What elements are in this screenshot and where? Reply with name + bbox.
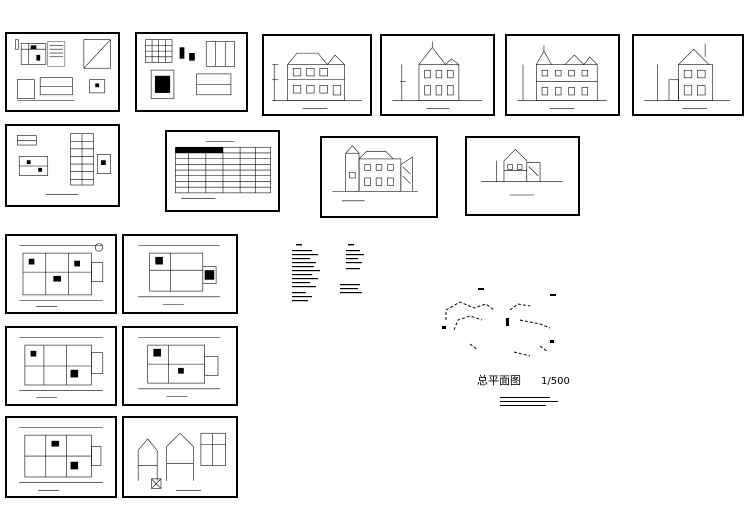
- site-plan-scale: 1/500: [541, 376, 570, 387]
- elevation-drawing: [644, 43, 730, 109]
- schedule-table: [175, 141, 271, 199]
- sheet-floor-plan-5[interactable]: [5, 416, 117, 498]
- sheet-floor-plan-4[interactable]: [122, 326, 238, 406]
- site-plan-title: 总平面图 1/500: [477, 372, 570, 388]
- floor-plan-drawing: [19, 427, 103, 491]
- sheet-perspective-elevation[interactable]: [320, 136, 438, 218]
- sheet-section-2[interactable]: [122, 416, 238, 498]
- site-plan-notes: [500, 397, 558, 406]
- section-drawing: [137, 432, 226, 491]
- site-plan-label: 总平面图: [477, 374, 521, 387]
- sheet-elevation-3[interactable]: [505, 34, 620, 116]
- floor-plan-drawing: [19, 337, 104, 398]
- elevation-drawing: [272, 52, 362, 109]
- sheet-door-window-schedule[interactable]: [165, 130, 280, 212]
- sheet-elevation-2[interactable]: [380, 34, 495, 116]
- sheet-floor-plan-1[interactable]: [5, 234, 117, 314]
- elevation-drawing: [332, 145, 418, 202]
- sheet-elevation-4[interactable]: [632, 34, 744, 116]
- sheet-floor-plan-2[interactable]: [122, 234, 238, 314]
- detail-drawing: [145, 39, 236, 99]
- sheet-section-1[interactable]: [465, 136, 580, 216]
- elevation-drawing: [517, 45, 607, 109]
- floor-plan-drawing: [19, 243, 104, 307]
- floor-plan-drawing: [138, 245, 220, 305]
- sheet-detail-plan-3[interactable]: [5, 124, 120, 207]
- detail-drawing: [17, 133, 111, 195]
- elevation-drawing: [392, 41, 482, 109]
- detail-drawing: [15, 39, 111, 101]
- sheet-detail-plan-1[interactable]: [5, 32, 120, 112]
- sheet-floor-plan-3[interactable]: [5, 326, 117, 406]
- section-drawing: [481, 148, 563, 196]
- floor-plan-drawing: [138, 337, 220, 397]
- sheet-detail-plan-2[interactable]: [135, 32, 248, 112]
- site-plan-drawing[interactable]: [430, 280, 570, 400]
- design-notes: [292, 244, 364, 302]
- sheet-elevation-1[interactable]: [262, 34, 372, 116]
